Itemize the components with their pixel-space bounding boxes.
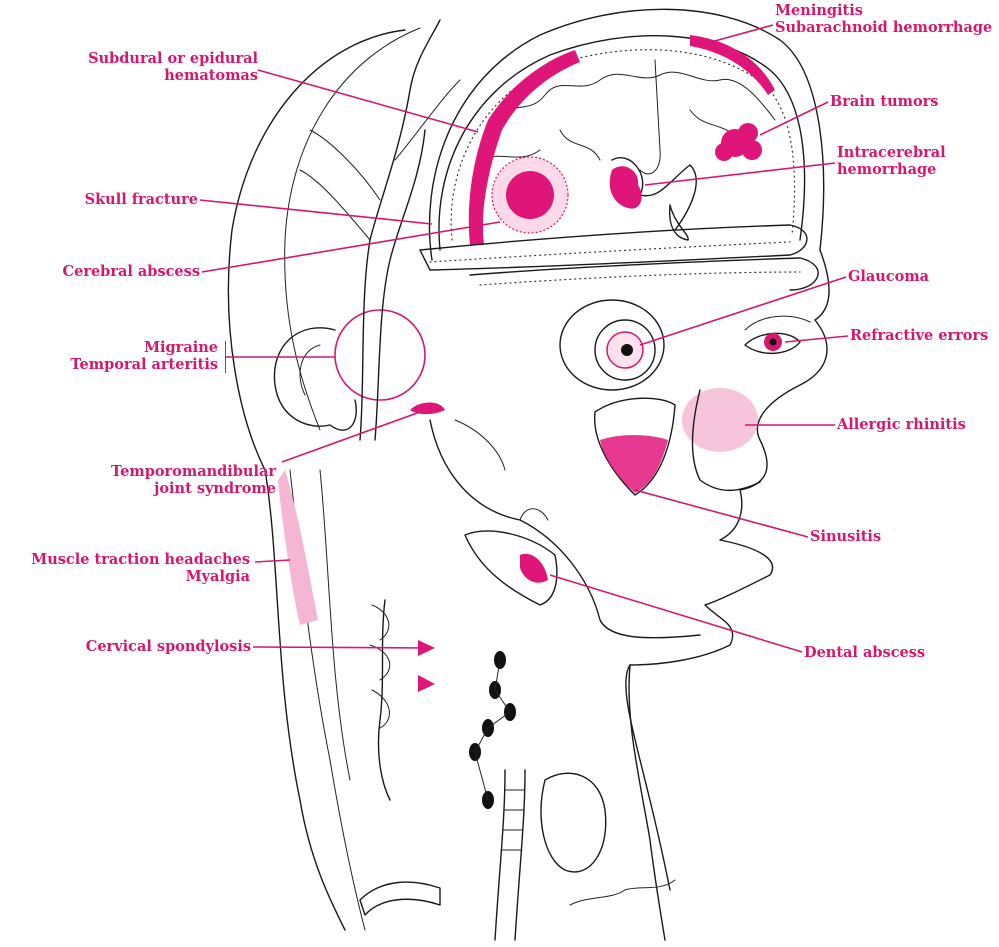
label-migraine-group: Migraine Temporal arteritis: [40, 339, 218, 373]
label-subdural-line1: Subdural or epidural: [76, 50, 258, 67]
migraine-bracket: [220, 341, 226, 373]
label-meningitis: Meningitis: [775, 2, 992, 19]
label-muscle-traction-group: Muscle traction headaches Myalgia: [10, 551, 250, 585]
allergic-rhinitis-area: [682, 388, 758, 452]
label-cervical-spondylosis: Cervical spondylosis: [40, 638, 251, 655]
label-subdural: Subdural or epidural hematomas: [76, 50, 258, 84]
label-meningitis-group: Meningitis Subarachnoid hemorrhage: [775, 2, 992, 36]
intracerebral-hemorrhage-blob: [610, 166, 642, 208]
label-tmj-line1: Temporomandibular: [60, 463, 276, 480]
dental-abscess-marker: [520, 554, 548, 583]
carotid-vessel: [495, 770, 525, 940]
brain-tumor: [715, 123, 762, 161]
label-sinusitis: Sinusitis: [810, 528, 881, 545]
label-intracerebral-line2: hemorrhage: [837, 161, 946, 178]
label-refractive-errors: Refractive errors: [850, 327, 988, 344]
label-subdural-line2: hematomas: [76, 67, 258, 84]
label-myalgia: Myalgia: [10, 568, 250, 585]
label-subarachnoid: Subarachnoid hemorrhage: [775, 19, 992, 36]
label-allergic-rhinitis: Allergic rhinitis: [837, 416, 966, 433]
label-dental-abscess: Dental abscess: [804, 644, 925, 661]
label-tmj: Temporomandibular joint syndrome: [60, 463, 276, 497]
label-migraine: Migraine: [40, 339, 218, 356]
thyroid-gland: [541, 773, 606, 872]
label-tmj-line2: joint syndrome: [60, 480, 276, 497]
label-glaucoma: Glaucoma: [848, 268, 929, 285]
label-cerebral-abscess: Cerebral abscess: [30, 263, 200, 280]
label-intracerebral-group: Intracerebral hemorrhage: [837, 144, 946, 178]
label-intracerebral-line1: Intracerebral: [837, 144, 946, 161]
neck-muscle-shading: [278, 470, 318, 625]
face-profile: [626, 250, 829, 890]
ear: [274, 328, 356, 430]
label-muscle-traction: Muscle traction headaches: [10, 551, 250, 568]
tmj-marker: [410, 403, 445, 415]
temporal-artery: [360, 20, 440, 440]
lymph-node-chain: [469, 651, 516, 809]
label-temporal-arteritis: Temporal arteritis: [40, 356, 218, 373]
label-brain-tumors: Brain tumors: [830, 93, 938, 110]
label-skull-fracture: Skull fracture: [40, 191, 198, 208]
